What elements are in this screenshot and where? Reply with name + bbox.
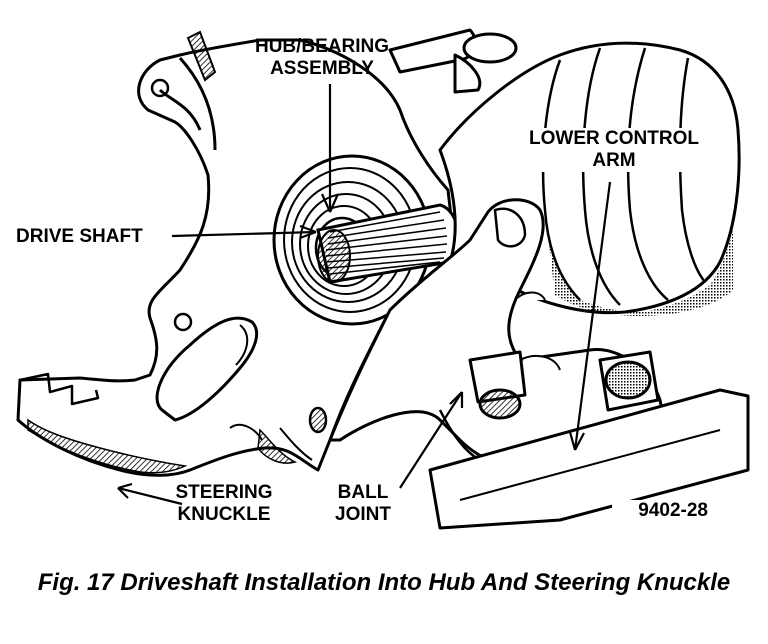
figure-code-label: 9402-28 xyxy=(612,500,708,522)
steering-knuckle-label: STEERING KNUCKLE xyxy=(175,482,273,525)
figure-caption: Fig. 17 Driveshaft Installation Into Hub… xyxy=(37,569,731,596)
ball-joint-label: BALL JOINT xyxy=(335,482,391,525)
ball-joint xyxy=(438,350,527,472)
hub-bearing-label: HUB/BEARING ASSEMBLY xyxy=(254,36,390,79)
leader-lines xyxy=(117,84,612,506)
knuckle-shading-top xyxy=(186,30,217,82)
line-drawing xyxy=(16,28,750,530)
knuckle-shading xyxy=(27,418,188,474)
lower-control-arm-label: LOWER CONTROL ARM xyxy=(520,128,708,172)
knuckle-shading-lower xyxy=(257,428,298,464)
drive-shaft-label: DRIVE SHAFT xyxy=(16,226,143,247)
knuckle-bolt xyxy=(308,406,328,434)
lower-control-arm xyxy=(428,350,750,530)
upper-bracket xyxy=(388,28,518,94)
